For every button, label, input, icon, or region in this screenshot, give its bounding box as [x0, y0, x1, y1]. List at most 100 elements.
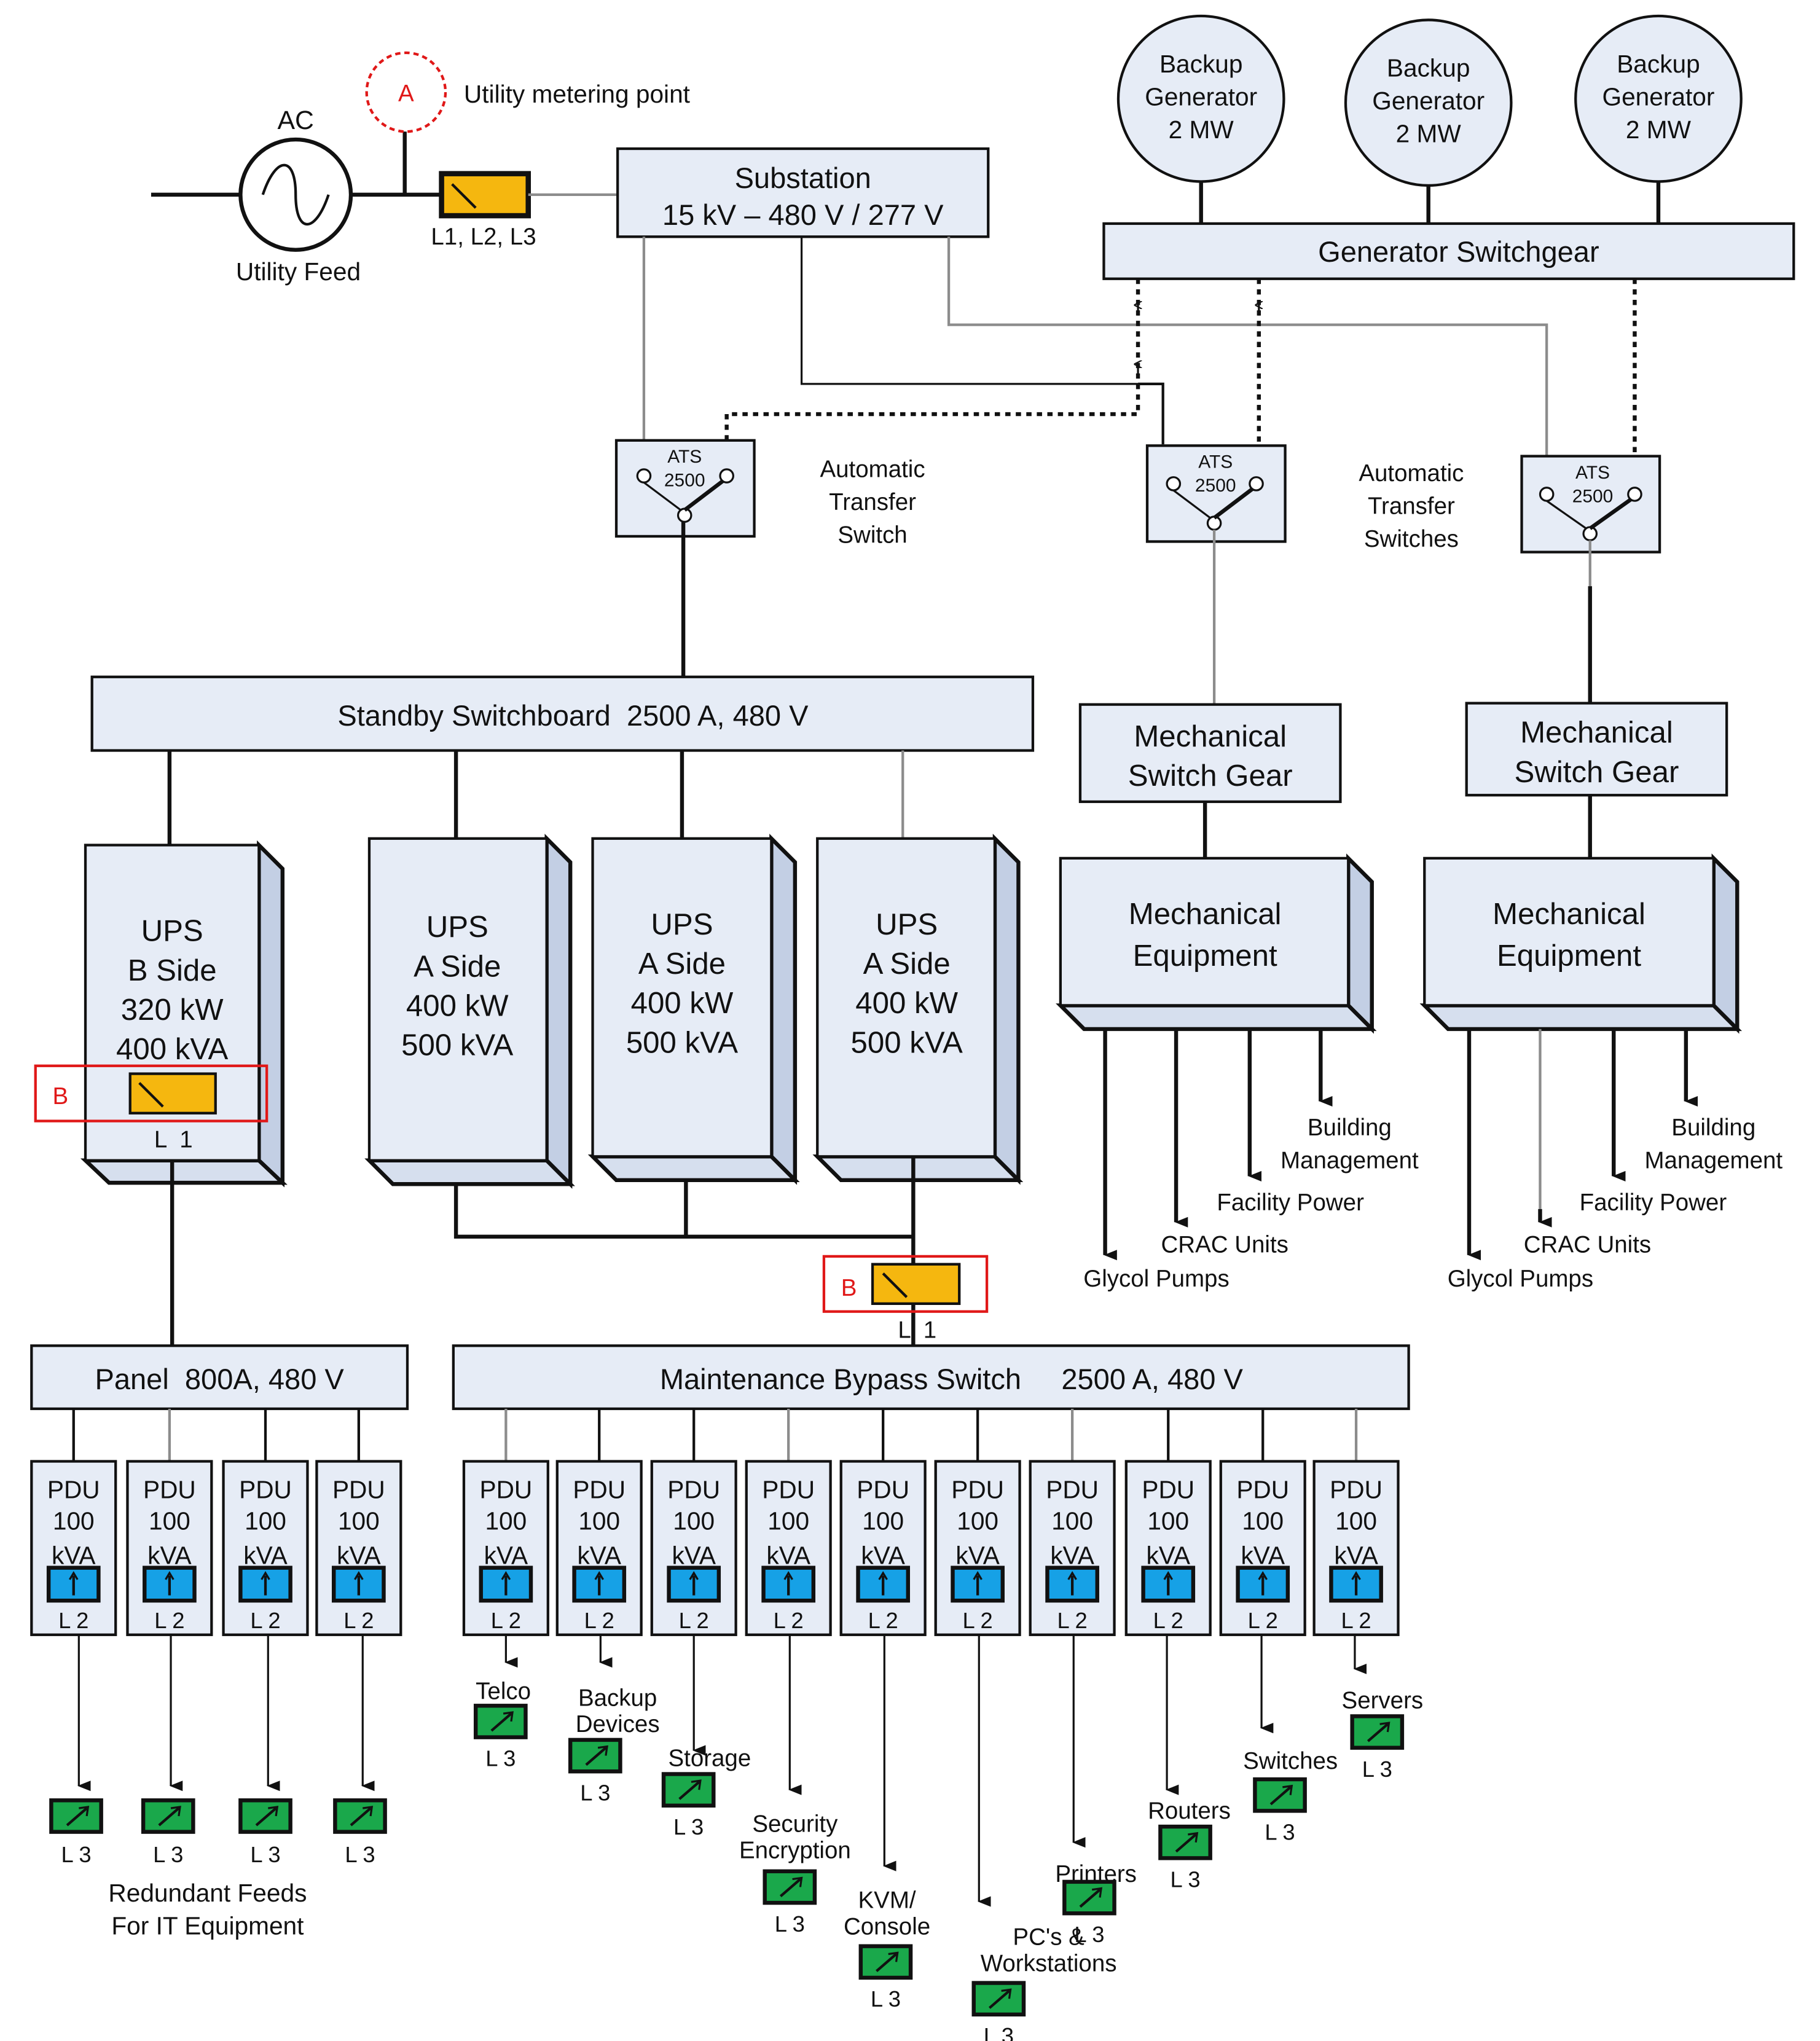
pdu-meter-icon — [479, 1565, 533, 1603]
pdu-meter-label: L 2 — [154, 1608, 184, 1633]
pdu-meter-label: L 2 — [679, 1608, 709, 1633]
pdu-meter-label: L 2 — [58, 1608, 88, 1633]
load-backup-label: Devices — [576, 1711, 660, 1737]
branch-meter-icon — [661, 1772, 716, 1808]
pdu-meter-label: L 2 — [963, 1608, 993, 1633]
ats-caption-plural: Automatic Transfer Switches — [1359, 460, 1464, 552]
redundant-feed-meter-label: L 3 — [345, 1842, 375, 1867]
generator-3-line2: Generator — [1602, 82, 1714, 111]
mech-sg-1-line2: Switch Gear — [1128, 759, 1293, 793]
ups-b-side: UPS B Side 320 kW 400 kVA — [80, 840, 288, 1188]
ups-a3-line1: UPS — [876, 907, 938, 941]
branch-meter-icon — [1158, 1824, 1212, 1860]
redundant-feed: L 3 — [141, 1634, 195, 1867]
ups-a3-line3: 400 kW — [855, 986, 958, 1020]
ats-caption-single: Automatic Transfer Switch — [820, 456, 925, 549]
ups-a1-line1: UPS — [426, 910, 488, 944]
backup-generator-3: Backup Generator 2 MW — [1574, 14, 1743, 183]
branch-meter-icon — [1253, 1777, 1307, 1813]
ups-a2-line1: UPS — [651, 907, 713, 941]
load-kvm-meter-label: L 3 — [871, 1986, 901, 2012]
maintenance-bypass-switch: Maintenance Bypass Switch 2500 A, 480 V — [452, 1344, 1410, 1411]
pdu-line3: kVA — [243, 1541, 288, 1569]
utility-meter-label: L1, L2, L3 — [431, 224, 536, 250]
ups-a-side-2: UPS A Side 400 kW 500 kVA — [587, 834, 800, 1185]
metering-point-label: Utility metering point — [464, 80, 690, 108]
pdu-meter-icon — [1045, 1565, 1099, 1603]
pdu-line1: PDU — [573, 1475, 626, 1503]
pdu-meter-label: L 2 — [1057, 1608, 1088, 1633]
ups-b-line2: B Side — [128, 954, 217, 987]
ups-a2-line4: 500 kVA — [626, 1025, 738, 1059]
pdu-meter-icon — [1236, 1565, 1290, 1603]
pdu-meter-label: L 2 — [1341, 1608, 1371, 1633]
pdu-line2: 100 — [1147, 1507, 1189, 1535]
load-telco-meter-label: L 3 — [485, 1746, 516, 1771]
pdu-line2: 100 — [767, 1507, 809, 1535]
ats-2-line2: 2500 — [1195, 476, 1236, 496]
standby-switchboard-label: Standby Switchboard 2500 A, 480 V — [337, 699, 809, 732]
pdu-line1: PDU — [951, 1475, 1004, 1503]
load-security-meter-label: L 3 — [775, 1911, 805, 1937]
pdu-meter-label: L 2 — [1153, 1608, 1183, 1633]
pdu-line2: 100 — [1242, 1507, 1284, 1535]
pdu-line1: PDU — [762, 1475, 815, 1503]
meter-b-bypass-tag: B — [841, 1275, 857, 1301]
generator-1-line3: 2 MW — [1169, 116, 1234, 144]
branch-meter-icon — [1350, 1714, 1405, 1750]
pdu-line1: PDU — [143, 1475, 196, 1503]
pdu-line3: kVA — [337, 1541, 381, 1569]
mech-2-facility-power: Facility Power — [1580, 1189, 1727, 1216]
ats-1-line1: ATS — [667, 447, 702, 467]
ats-unit-3: ATS 2500 — [1520, 455, 1661, 554]
pdu-line2: 100 — [53, 1507, 95, 1535]
mech-1-glycol-pumps: Glycol Pumps — [1083, 1266, 1229, 1292]
branch-meter-icon — [49, 1798, 103, 1834]
load-security-label: Encryption — [739, 1837, 851, 1863]
pdu-meter-label: L 2 — [250, 1608, 280, 1633]
pdu-line3: kVA — [672, 1541, 716, 1569]
mech-1-building-line2: Management — [1281, 1148, 1419, 1174]
redundant-feeds-line1: Redundant Feeds — [108, 1879, 307, 1907]
pdu-meter-icon — [667, 1565, 721, 1603]
pdu-meter-icon — [951, 1565, 1005, 1603]
pdu-line2: 100 — [485, 1507, 527, 1535]
metering-point-tag: A — [398, 80, 414, 107]
ups-b-line1: UPS — [141, 914, 203, 948]
pdu-meter-icon — [46, 1565, 101, 1603]
load-storage-meter-label: L 3 — [673, 1814, 704, 1839]
generator-1-line2: Generator — [1145, 82, 1257, 111]
mech-1-crac-units: CRAC Units — [1161, 1231, 1288, 1258]
ups-a2-line2: A Side — [638, 947, 726, 981]
utility-feed-label: Utility Feed — [236, 257, 361, 286]
load-printers-meter-label: L 3 — [1074, 1922, 1104, 1947]
ats-caption-plural-line1: Automatic — [1359, 460, 1464, 487]
load-switches-label: Switches — [1243, 1748, 1338, 1774]
pdu-line3: kVA — [484, 1541, 528, 1569]
load-backup-label: Backup — [578, 1685, 657, 1711]
load-switches-meter-label: L 3 — [1265, 1819, 1295, 1844]
pdu-line1: PDU — [479, 1475, 532, 1503]
load-servers-label: Servers — [1342, 1688, 1424, 1714]
ats-caption-single-line1: Automatic — [820, 456, 925, 483]
ats-caption-single-line2: Transfer — [829, 489, 916, 515]
generator-3-line3: 2 MW — [1626, 116, 1692, 144]
branch-meter-icon — [568, 1737, 622, 1774]
load-switches: Switches L 3 — [1243, 1634, 1338, 1844]
pdu-meter-label: L 2 — [584, 1608, 614, 1633]
mech-eq-1-line1: Mechanical — [1129, 897, 1282, 931]
mech-2-crac-units: CRAC Units — [1524, 1231, 1651, 1258]
pdu-line2: 100 — [245, 1507, 286, 1535]
pdu-meter-icon — [761, 1565, 816, 1603]
ats-feed-wiring — [642, 237, 1637, 456]
redundant-feed-meter-label: L 3 — [250, 1842, 280, 1867]
